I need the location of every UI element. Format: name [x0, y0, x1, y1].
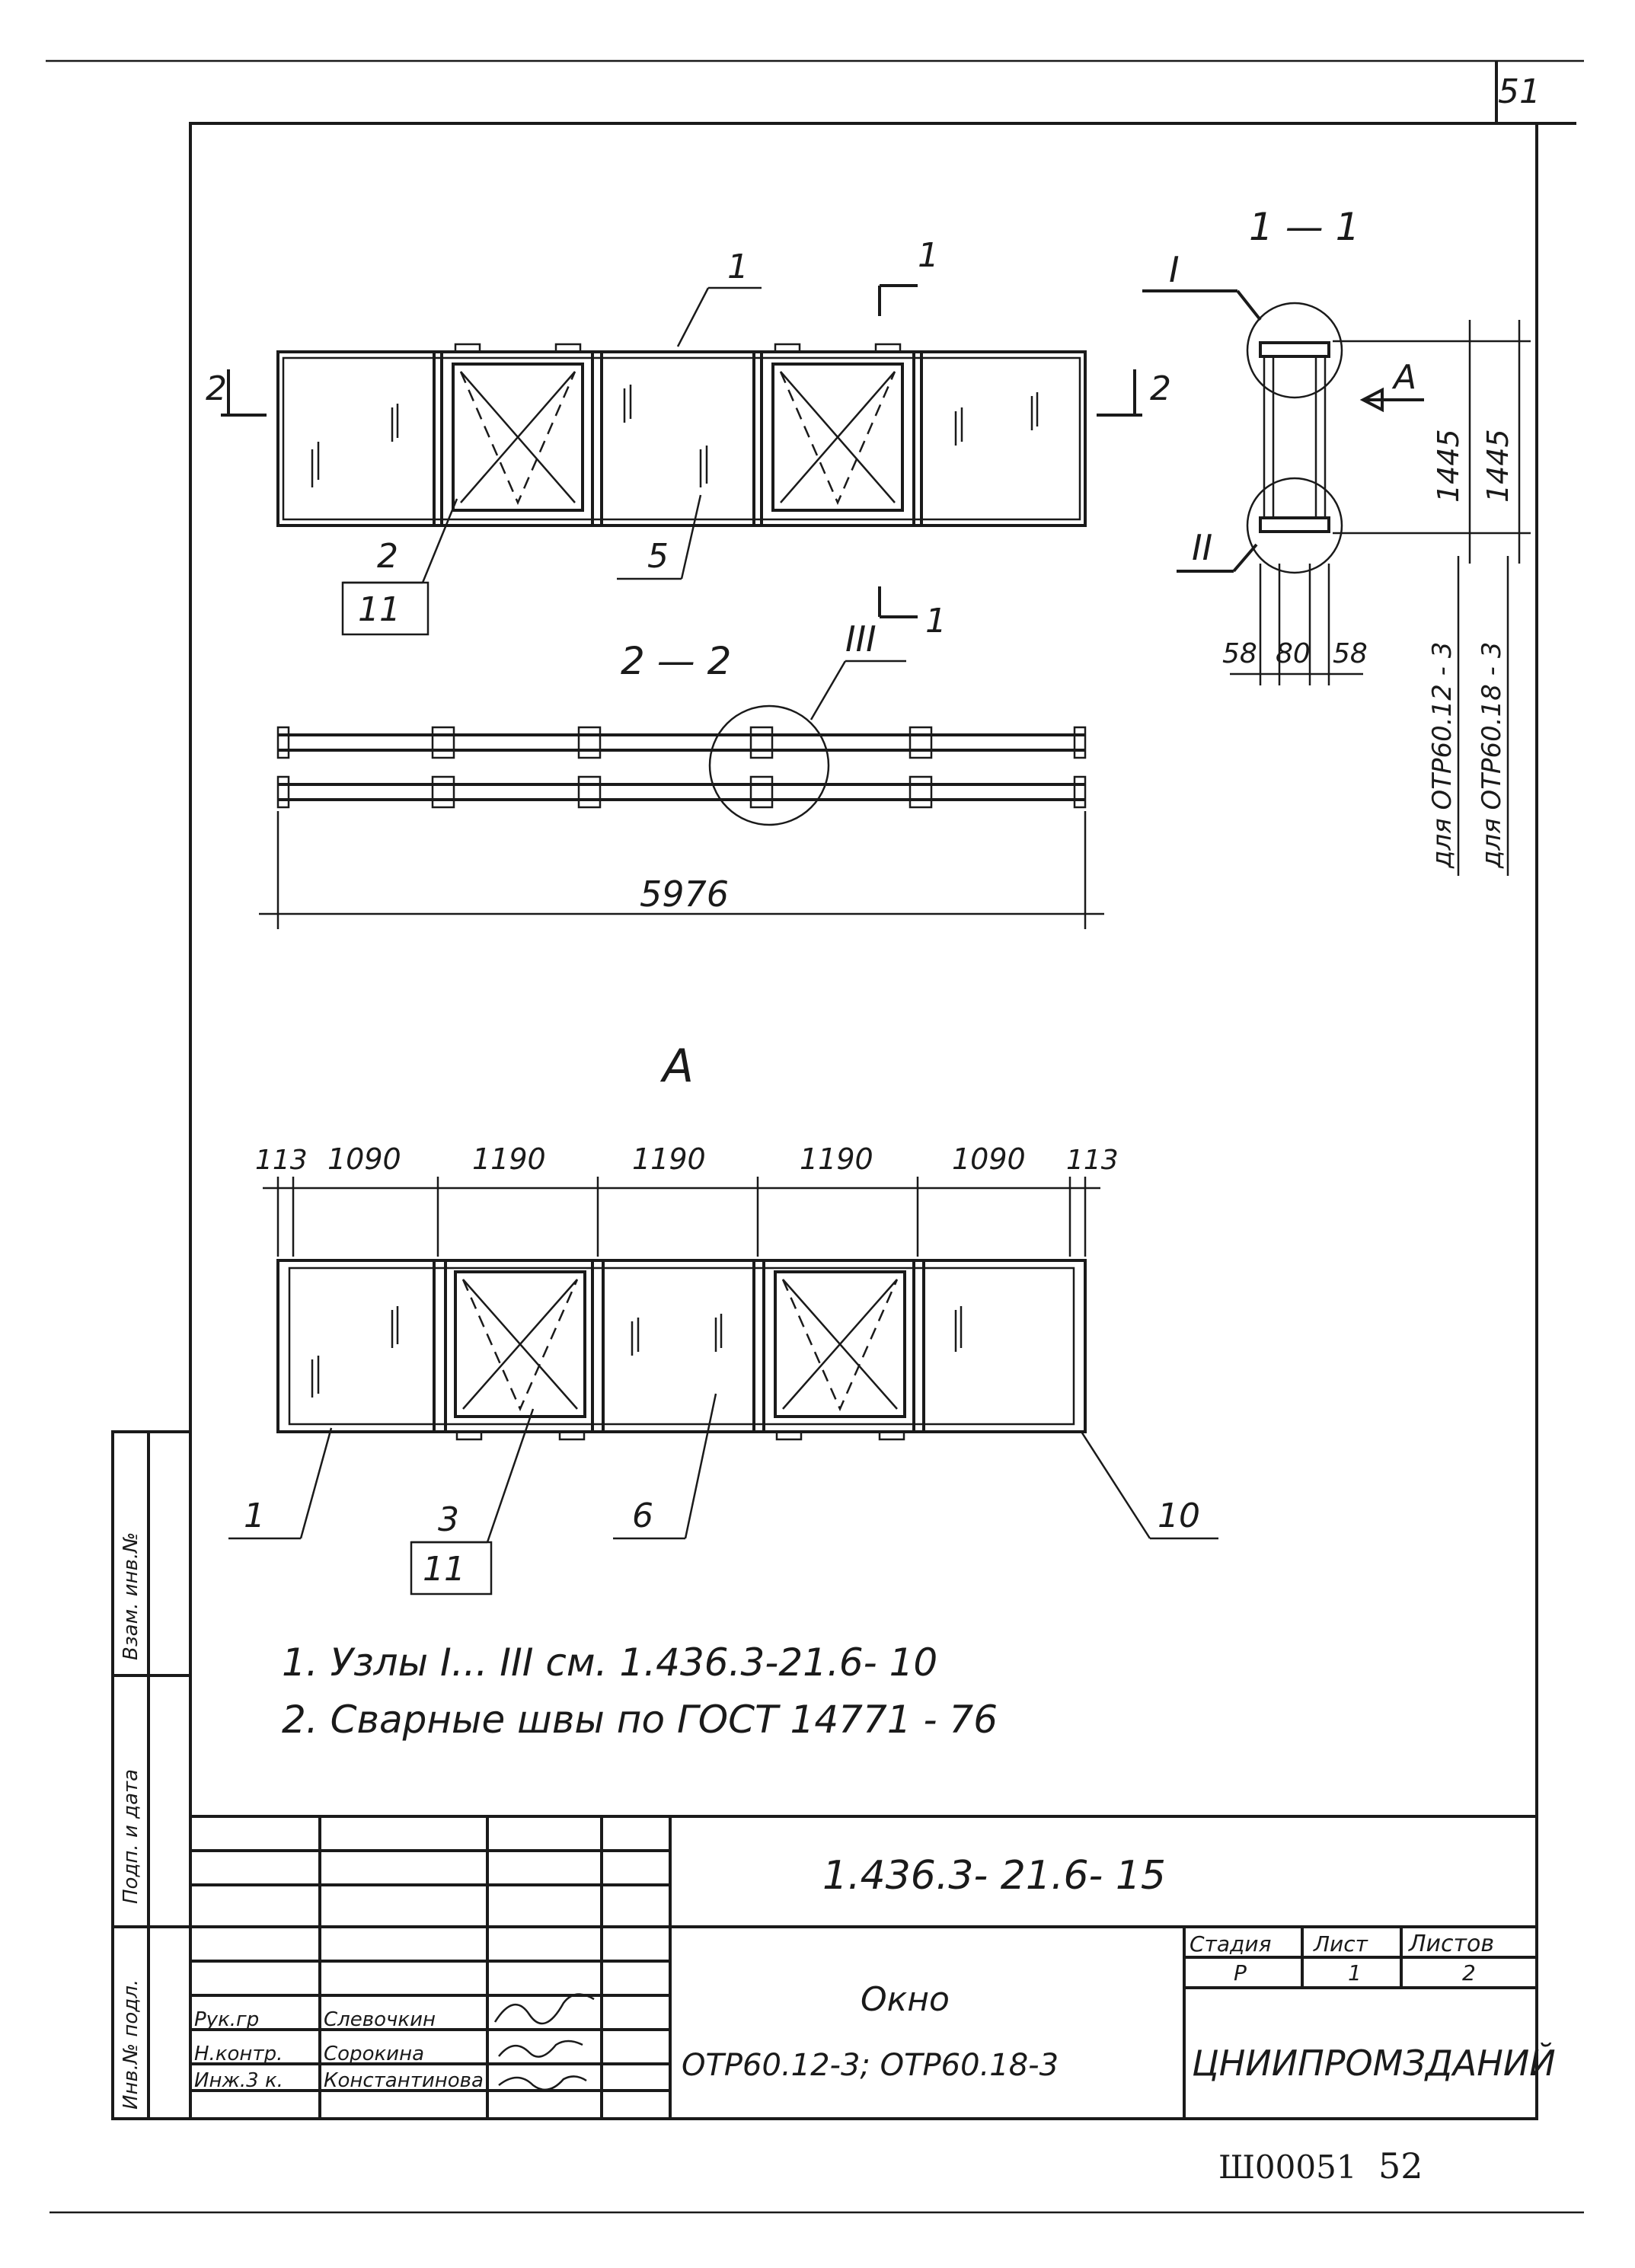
- cut-2-2-marks: 2 2: [206, 369, 1171, 417]
- document-code: 1.436.3- 21.6- 15: [822, 1853, 1166, 1899]
- side-stamp-inventory: Инв.№ подл.: [120, 1979, 142, 2110]
- note-2: 2. Сварные швы по ГОСТ 14771 - 76: [282, 1698, 998, 1742]
- cut-1-top-label: 1: [918, 236, 939, 275]
- top-elevation: [276, 343, 1087, 527]
- plan-dim-113-left: 113: [255, 1145, 308, 1176]
- callout-2: 2: [377, 537, 398, 576]
- node-III-label: III: [845, 618, 877, 660]
- plan-dim-1090-right: 1090: [952, 1142, 1026, 1176]
- callout-3: 3: [438, 1500, 459, 1539]
- stage-header: Стадия: [1190, 1931, 1271, 1957]
- plan-dim-1190-c: 1190: [800, 1142, 873, 1176]
- dim-80: 80: [1276, 638, 1311, 669]
- sheet-number: 51: [1498, 72, 1541, 111]
- dim-58-left: 58: [1222, 638, 1257, 669]
- organization: ЦНИИПРОМЗДАНИЙ: [1192, 2043, 1556, 2084]
- cut-2-left-label: 2: [206, 369, 227, 408]
- cut-2-right-label: 2: [1150, 369, 1171, 408]
- plan-dim-1090-left: 1090: [327, 1142, 401, 1176]
- top-callouts: 1 2 11 5: [341, 248, 762, 636]
- archive-page: 52: [1378, 2145, 1423, 2187]
- view-a-title: А: [659, 1040, 694, 1093]
- node-I-label: I: [1169, 249, 1180, 290]
- side-stamp-replacement: Взам. инв.№: [120, 1532, 142, 1660]
- label-for-otr60-18: для ОТР60.18 - 3: [1477, 642, 1507, 869]
- side-stamp-strip: Инв.№ подл. Подп. и дата Взам. инв.№: [111, 1430, 192, 2120]
- row-3-role: Инж.3 к.: [194, 2069, 283, 2092]
- signature-1: [493, 1993, 595, 2025]
- section-2-2: 2 — 2 III 5976: [259, 618, 1104, 929]
- row-3-name: Константинова: [324, 2069, 484, 2092]
- sheet-header: Лист: [1313, 1931, 1368, 1957]
- sash-left: [452, 363, 584, 512]
- node-III-circle: [708, 704, 830, 826]
- section-2-2-title: 2 — 2: [621, 639, 731, 683]
- cut-1-bottom-label: 1: [925, 602, 947, 640]
- callout-6: 6: [632, 1497, 653, 1535]
- callout-11-bottom: 11: [423, 1550, 465, 1589]
- plan-dim-1190-b: 1190: [632, 1142, 706, 1176]
- callout-1-bottom: 1: [244, 1497, 265, 1535]
- callout-1-top: 1: [727, 248, 749, 286]
- signature-3: [498, 2075, 587, 2091]
- callout-5: 5: [647, 537, 669, 576]
- row-2-name: Сорокина: [324, 2043, 424, 2065]
- side-stamp-signature: Подп. и дата: [120, 1769, 142, 1904]
- section-view-mark: А: [1391, 358, 1416, 397]
- total-length-dim: 5976: [640, 874, 729, 915]
- product-subname: ОТР60.12-3; ОТР60.18-3: [682, 2048, 1059, 2083]
- height-dim-b: 1445: [1481, 429, 1515, 503]
- row-2-role: Н.контр.: [194, 2043, 283, 2065]
- row-1-name: Слевочкин: [324, 2008, 436, 2031]
- sheet-value: 1: [1348, 1960, 1362, 1985]
- node-II-circle: [1246, 477, 1343, 574]
- stage-value: Р: [1234, 1960, 1247, 1985]
- node-II-label: II: [1192, 527, 1212, 568]
- note-1: 1. Узлы I... III см. 1.436.3-21.6- 10: [282, 1640, 937, 1685]
- sheets-header: Листов: [1408, 1931, 1494, 1957]
- height-dim-a: 1445: [1432, 429, 1465, 503]
- callout-11-top: 11: [358, 590, 401, 629]
- product-name: Окно: [861, 1980, 950, 2019]
- sheets-value: 2: [1462, 1960, 1476, 1985]
- cut-1-1-marks: 1 1: [878, 236, 947, 640]
- view-a-callouts: 1 3 11 6 10: [228, 1393, 1218, 1596]
- view-a-sash-left: [454, 1270, 586, 1418]
- row-1-role: Рук.гр: [194, 2008, 259, 2031]
- node-I-circle: [1246, 302, 1343, 399]
- view-a-sash-right: [774, 1270, 906, 1418]
- archive-number: Ш00051: [1218, 2148, 1357, 2186]
- sash-right: [771, 363, 904, 512]
- callout-10: 10: [1158, 1497, 1200, 1535]
- view-a-elevation: [276, 1259, 1087, 1441]
- section-1-1-title: 1 — 1: [1249, 205, 1359, 249]
- view-a-dimensions: 113 1090 1190 1190 1190 1090 113: [255, 1142, 1119, 1257]
- label-for-otr60-12: для ОТР60.12 - 3: [1427, 642, 1458, 869]
- dim-58-right: 58: [1333, 638, 1368, 669]
- section-1-1: 1 — 1 I II А 1445 1445 для ОТР60.12 - 3 …: [1142, 205, 1531, 876]
- plan-dim-113-right: 113: [1066, 1145, 1119, 1176]
- signature-2: [498, 2040, 583, 2058]
- plan-dim-1190-a: 1190: [472, 1142, 546, 1176]
- title-block: 1.436.3- 21.6- 15 Окно ОТР60.12-3; ОТР60…: [190, 1815, 1556, 2119]
